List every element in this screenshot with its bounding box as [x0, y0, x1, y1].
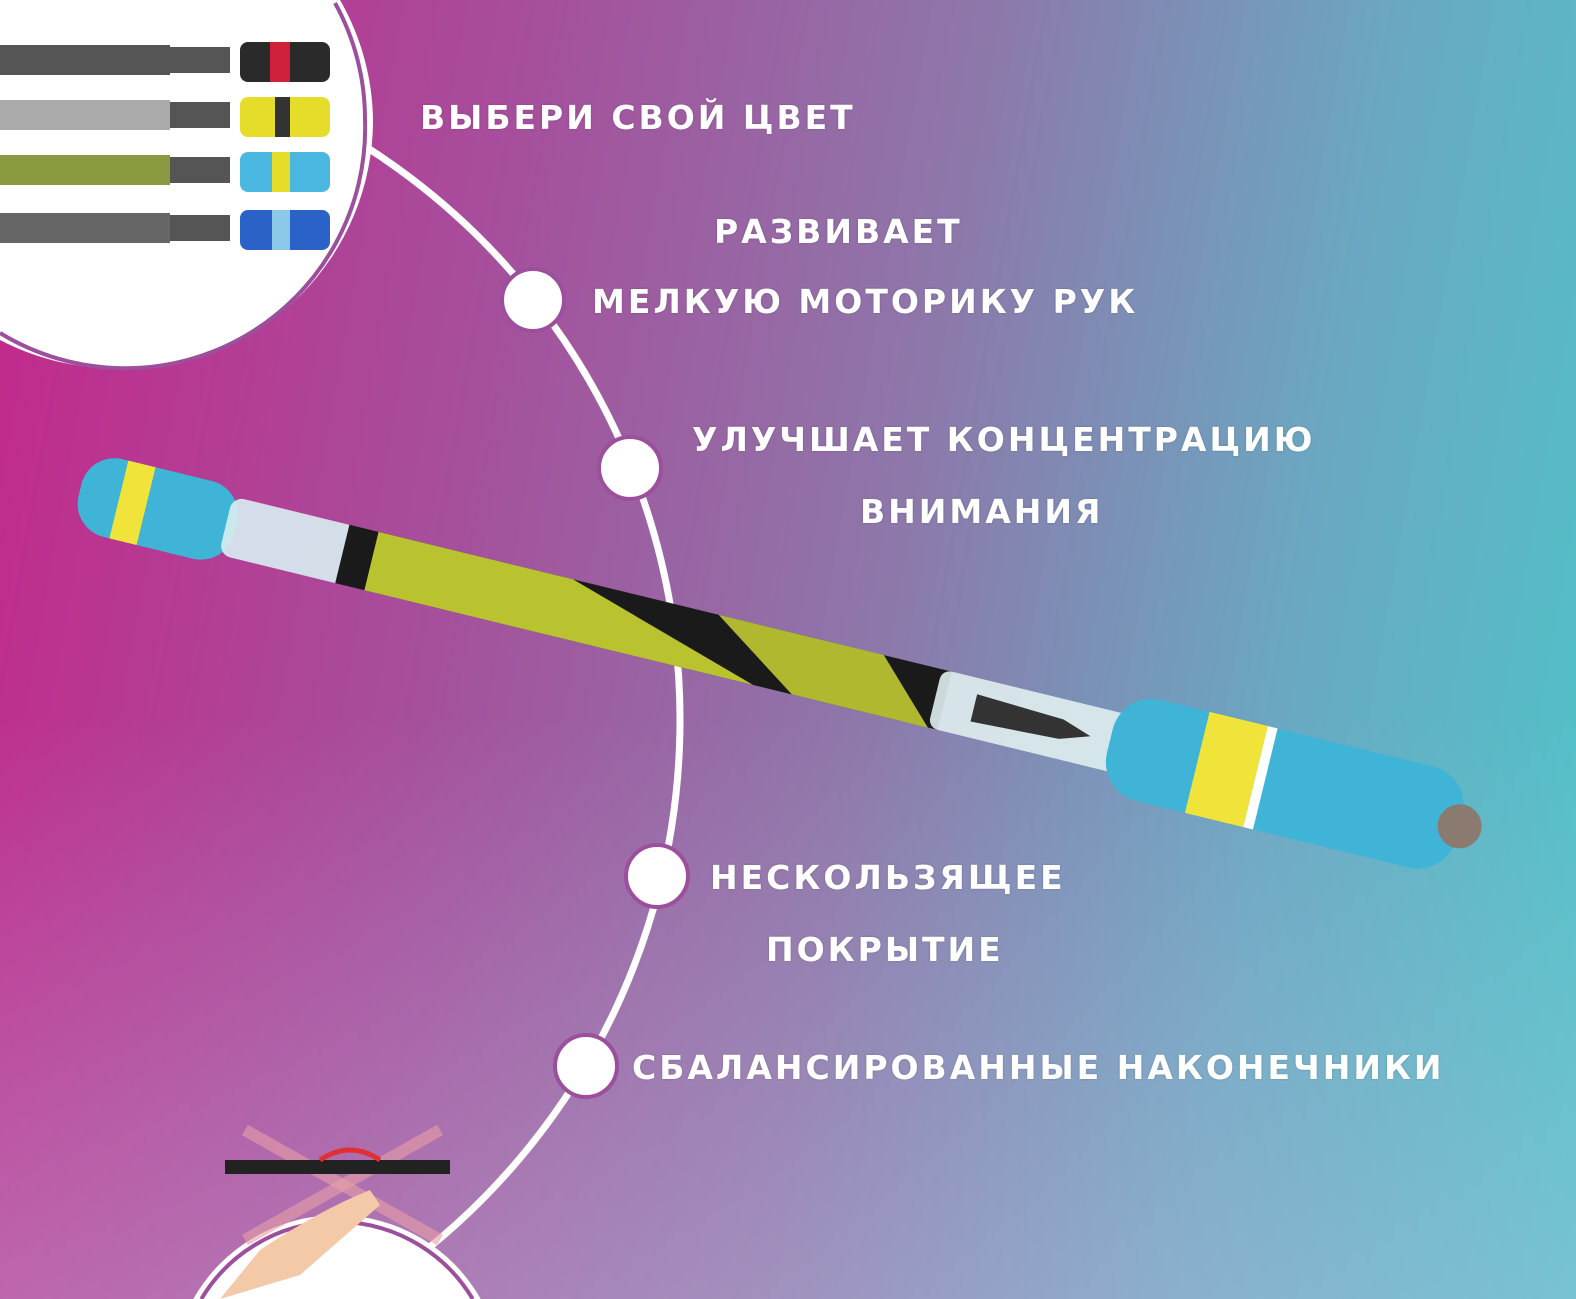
feature-nonslip-line1: НЕСКОЛЬЗЯЩЕЕ: [710, 858, 1066, 897]
feature-concentration-line2: ВНИМАНИЯ: [860, 492, 1104, 531]
color-variants-image: [0, 0, 373, 371]
feature-concentration-line1: УЛУЧШАЕТ КОНЦЕНТРАЦИЮ: [692, 420, 1316, 459]
spinning-pen-image: [77, 458, 1482, 869]
feature-choose-color: ВЫБЕРИ СВОЙ ЦВЕТ: [420, 98, 856, 137]
feature-motor-skills-line1: РАЗВИВАЕТ: [714, 212, 963, 251]
feature-balanced-tips: СБАЛАНСИРОВАННЫЕ НАКОНЕЧНИКИ: [632, 1048, 1445, 1087]
feature-nonslip-line2: ПОКРЫТИЕ: [766, 930, 1004, 969]
spin-demo-image: [193, 1124, 481, 1299]
feature-motor-skills-line2: МЕЛКУЮ МОТОРИКУ РУК: [592, 282, 1139, 321]
timeline-dots: [500, 267, 690, 1099]
